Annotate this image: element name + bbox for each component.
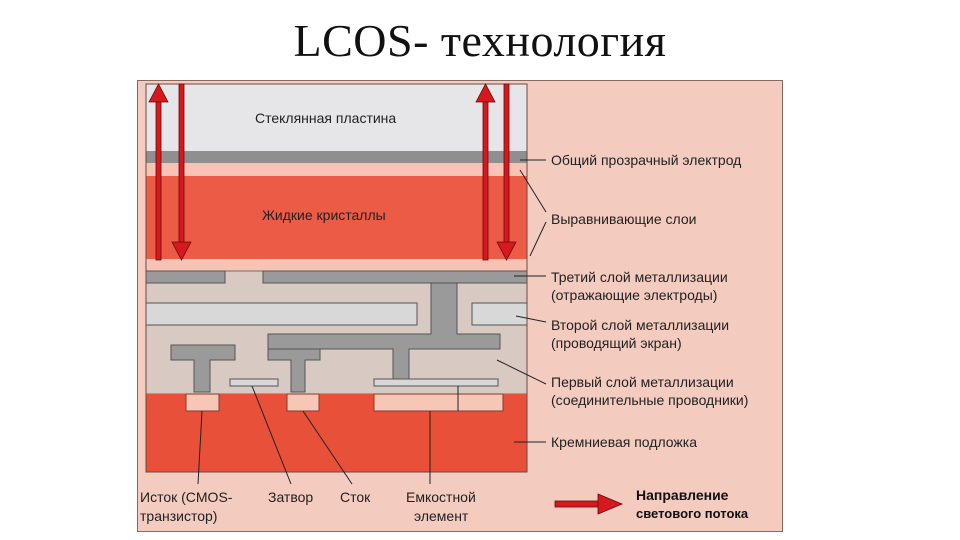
liquid-crystal-layer: [146, 176, 527, 259]
stack-outline: [145, 83, 528, 473]
callout-metal2-subtitle: (проводящий экран): [551, 335, 682, 351]
capacitor-region: [373, 393, 504, 412]
callout-alignment-layers: Выравнивающие слои: [551, 211, 696, 227]
legend-arrow: [554, 493, 624, 515]
gate-electrode: [229, 378, 279, 387]
callout-metal1-subtitle: (соединительные проводники): [551, 392, 748, 408]
light-arrows-right: [475, 83, 517, 261]
legend-line2: светового потока: [636, 506, 749, 521]
legend-line1: Направление: [636, 487, 729, 503]
liquid-crystal-label: Жидкие кристаллы: [262, 207, 386, 223]
callout-metal3-subtitle: (отражающие электроды): [551, 287, 717, 303]
metal2-screen-right: [471, 302, 528, 326]
capacitor-plate: [373, 378, 499, 387]
label-drain: Сток: [340, 489, 371, 505]
label-gate: Затвор: [268, 489, 313, 505]
glass-label: Стеклянная пластина: [255, 110, 396, 126]
light-arrows-left: [148, 83, 192, 261]
callout-metal1-title: Первый слой металлизации: [551, 374, 734, 390]
page-title: LCOS- технология: [293, 15, 667, 66]
metal1-conductor-left: [170, 344, 236, 393]
metal2-screen-left: [145, 302, 418, 326]
label-source-line1: Исток (CMOS-: [140, 489, 233, 505]
callout-substrate: Кремниевая подложка: [551, 434, 697, 450]
label-capacitor-line2: элемент: [414, 508, 469, 524]
metal3-electrode-right: [262, 270, 528, 284]
upper-alignment-layer: [146, 163, 527, 176]
label-capacitor-line1: Емкостной: [406, 489, 476, 505]
drain-region: [286, 393, 320, 412]
label-source-line2: транзистор): [140, 508, 217, 524]
callout-common-electrode: Общий прозрачный электрод: [551, 152, 741, 168]
metal3-electrode-left: [145, 270, 226, 284]
callout-metal2-title: Второй слой металлизации: [551, 317, 729, 333]
source-region: [185, 393, 220, 412]
callout-metal3-title: Третий слой металлизации: [551, 269, 728, 285]
metal1-conductor-mid: [267, 348, 321, 393]
common-transparent-electrode: [146, 151, 527, 163]
glass-plate: [146, 84, 527, 151]
lower-alignment-layer: [146, 259, 527, 271]
leader-lines: [197, 159, 547, 485]
